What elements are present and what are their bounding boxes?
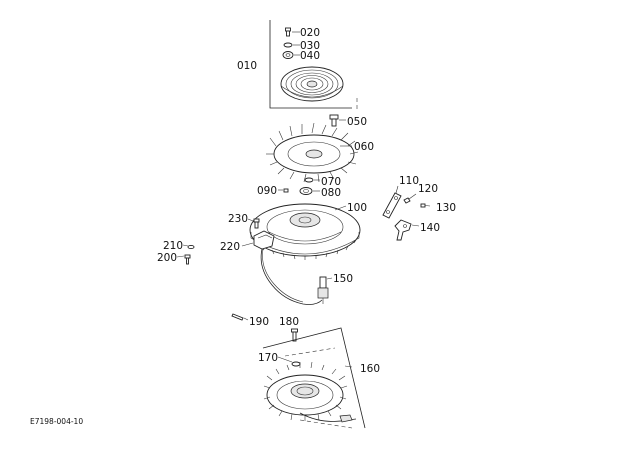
part-060-fan — [266, 122, 359, 183]
part-170-screw — [291, 361, 301, 367]
part-180-bolt — [291, 328, 298, 342]
reference-code: E7198-004-10 — [30, 417, 83, 426]
leader-170 — [277, 356, 293, 363]
label-110: 110 — [399, 175, 419, 187]
part-010-pulley — [280, 66, 344, 102]
part-130-screw — [420, 203, 431, 208]
leader-150 — [326, 277, 333, 280]
label-200: 200 — [157, 252, 177, 264]
lead-wire — [260, 248, 323, 305]
leader-230 — [247, 218, 254, 222]
part-050-bolt — [329, 114, 339, 127]
leader-110 — [395, 185, 399, 194]
label-090: 090 — [257, 185, 277, 197]
label-040: 040 — [300, 50, 320, 62]
part-230-screw — [253, 218, 260, 229]
group-010-bracket — [269, 20, 352, 109]
leader-220 — [241, 242, 254, 247]
part-210-washer — [187, 244, 195, 250]
label-060: 060 — [354, 141, 374, 153]
label-050: 050 — [347, 116, 367, 128]
part-110-bracket — [382, 192, 402, 219]
leader-190 — [243, 317, 249, 321]
lead-wire-inner — [262, 248, 304, 303]
label-150: 150 — [333, 273, 353, 285]
part-190-pin — [231, 313, 244, 321]
label-030: 030 — [300, 40, 320, 52]
part-070-washer — [304, 177, 314, 183]
leader-200 — [176, 255, 185, 258]
label-130: 130 — [436, 202, 456, 214]
label-080: 080 — [321, 187, 341, 199]
leader-140 — [411, 224, 420, 227]
part-030-washer — [283, 42, 293, 48]
part-160-stator — [263, 361, 348, 421]
dashed-guide-a — [284, 347, 336, 357]
label-160: 160 — [360, 363, 380, 375]
label-010: 010 — [237, 60, 257, 72]
leader-160 — [344, 365, 353, 368]
label-170: 170 — [258, 352, 278, 364]
label-190: 190 — [249, 316, 269, 328]
label-230: 230 — [228, 213, 248, 225]
label-180: 180 — [279, 316, 299, 328]
leader-210 — [182, 244, 189, 247]
part-020-bolt — [285, 27, 291, 37]
part-090-key — [283, 188, 289, 193]
dashed-guide-b — [299, 419, 353, 429]
part-100-flywheel — [249, 203, 361, 260]
part-040-nut — [282, 51, 294, 59]
group-160-bracket — [262, 327, 366, 429]
leader-120 — [408, 193, 417, 200]
part-080-nut — [299, 187, 313, 195]
part-120-clip — [403, 197, 411, 204]
part-220-coil — [253, 230, 275, 250]
label-220: 220 — [220, 241, 240, 253]
label-020: 020 — [300, 27, 320, 39]
part-200-screw — [184, 254, 191, 265]
stator-connector — [339, 414, 353, 423]
part-140-clamp — [394, 219, 412, 241]
leader-100 — [334, 205, 347, 211]
label-070: 070 — [321, 176, 341, 188]
label-140: 140 — [420, 222, 440, 234]
part-150-connector — [317, 276, 329, 304]
label-120: 120 — [418, 183, 438, 195]
label-210: 210 — [163, 240, 183, 252]
label-100: 100 — [347, 202, 367, 214]
